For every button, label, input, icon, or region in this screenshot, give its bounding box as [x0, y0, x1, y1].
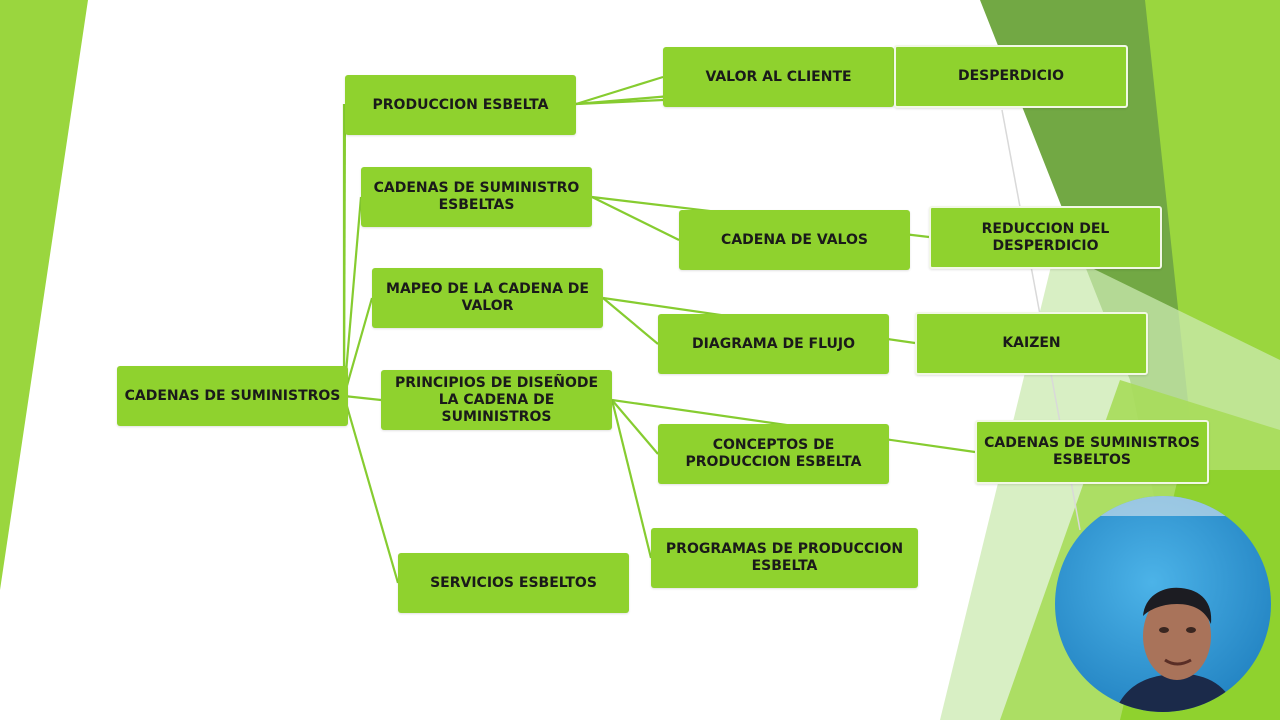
node-cadena-de-valos: CADENA DE VALOS [679, 210, 910, 270]
node-principios-diseno: PRINCIPIOS DE DISEÑODE LA CADENA DE SUMI… [381, 370, 612, 430]
connector-line-15 [610, 399, 653, 559]
node-reduccion-desperdicio: REDUCCION DEL DESPERDICIO [929, 206, 1162, 269]
node-diagrama-de-flujo: DIAGRAMA DE FLUJO [658, 314, 889, 374]
node-cadenas-suministro-esbeltas: CADENAS DE SUMINISTRO ESBELTAS [361, 167, 592, 227]
connector-line-13 [611, 399, 659, 455]
node-conceptos-produccion-esbelta: CONCEPTOS DE PRODUCCION ESBELTA [658, 424, 889, 484]
connector-line-5 [342, 395, 400, 584]
node-servicios-esbeltos: SERVICIOS ESBELTOS [398, 553, 629, 613]
node-produccion-esbelta: PRODUCCION ESBELTA [345, 75, 576, 135]
node-desperdicio: DESPERDICIO [894, 45, 1128, 108]
presenter-webcam-icon [1055, 496, 1271, 712]
node-kaizen: KAIZEN [915, 312, 1148, 375]
node-mapeo-cadena-valor: MAPEO DE LA CADENA DE VALOR [372, 268, 603, 328]
connector-line-11 [602, 297, 659, 345]
node-valor-al-cliente: VALOR AL CLIENTE [663, 47, 894, 107]
connector-line-9 [591, 196, 680, 241]
node-cadenas-suministros-esbeltos: CADENAS DE SUMINISTROS ESBELTOS [975, 420, 1209, 484]
connector-line-6 [575, 75, 664, 106]
root-node: CADENAS DE SUMINISTROS [117, 366, 348, 426]
left-accent-shape [0, 0, 88, 590]
node-programas-produccion-esbelta: PROGRAMAS DE PRODUCCION ESBELTA [651, 528, 918, 588]
connector-line-4 [343, 394, 382, 402]
connector-line-2 [342, 196, 363, 397]
connector-line-1 [342, 103, 347, 397]
connector-line-3 [342, 297, 374, 397]
